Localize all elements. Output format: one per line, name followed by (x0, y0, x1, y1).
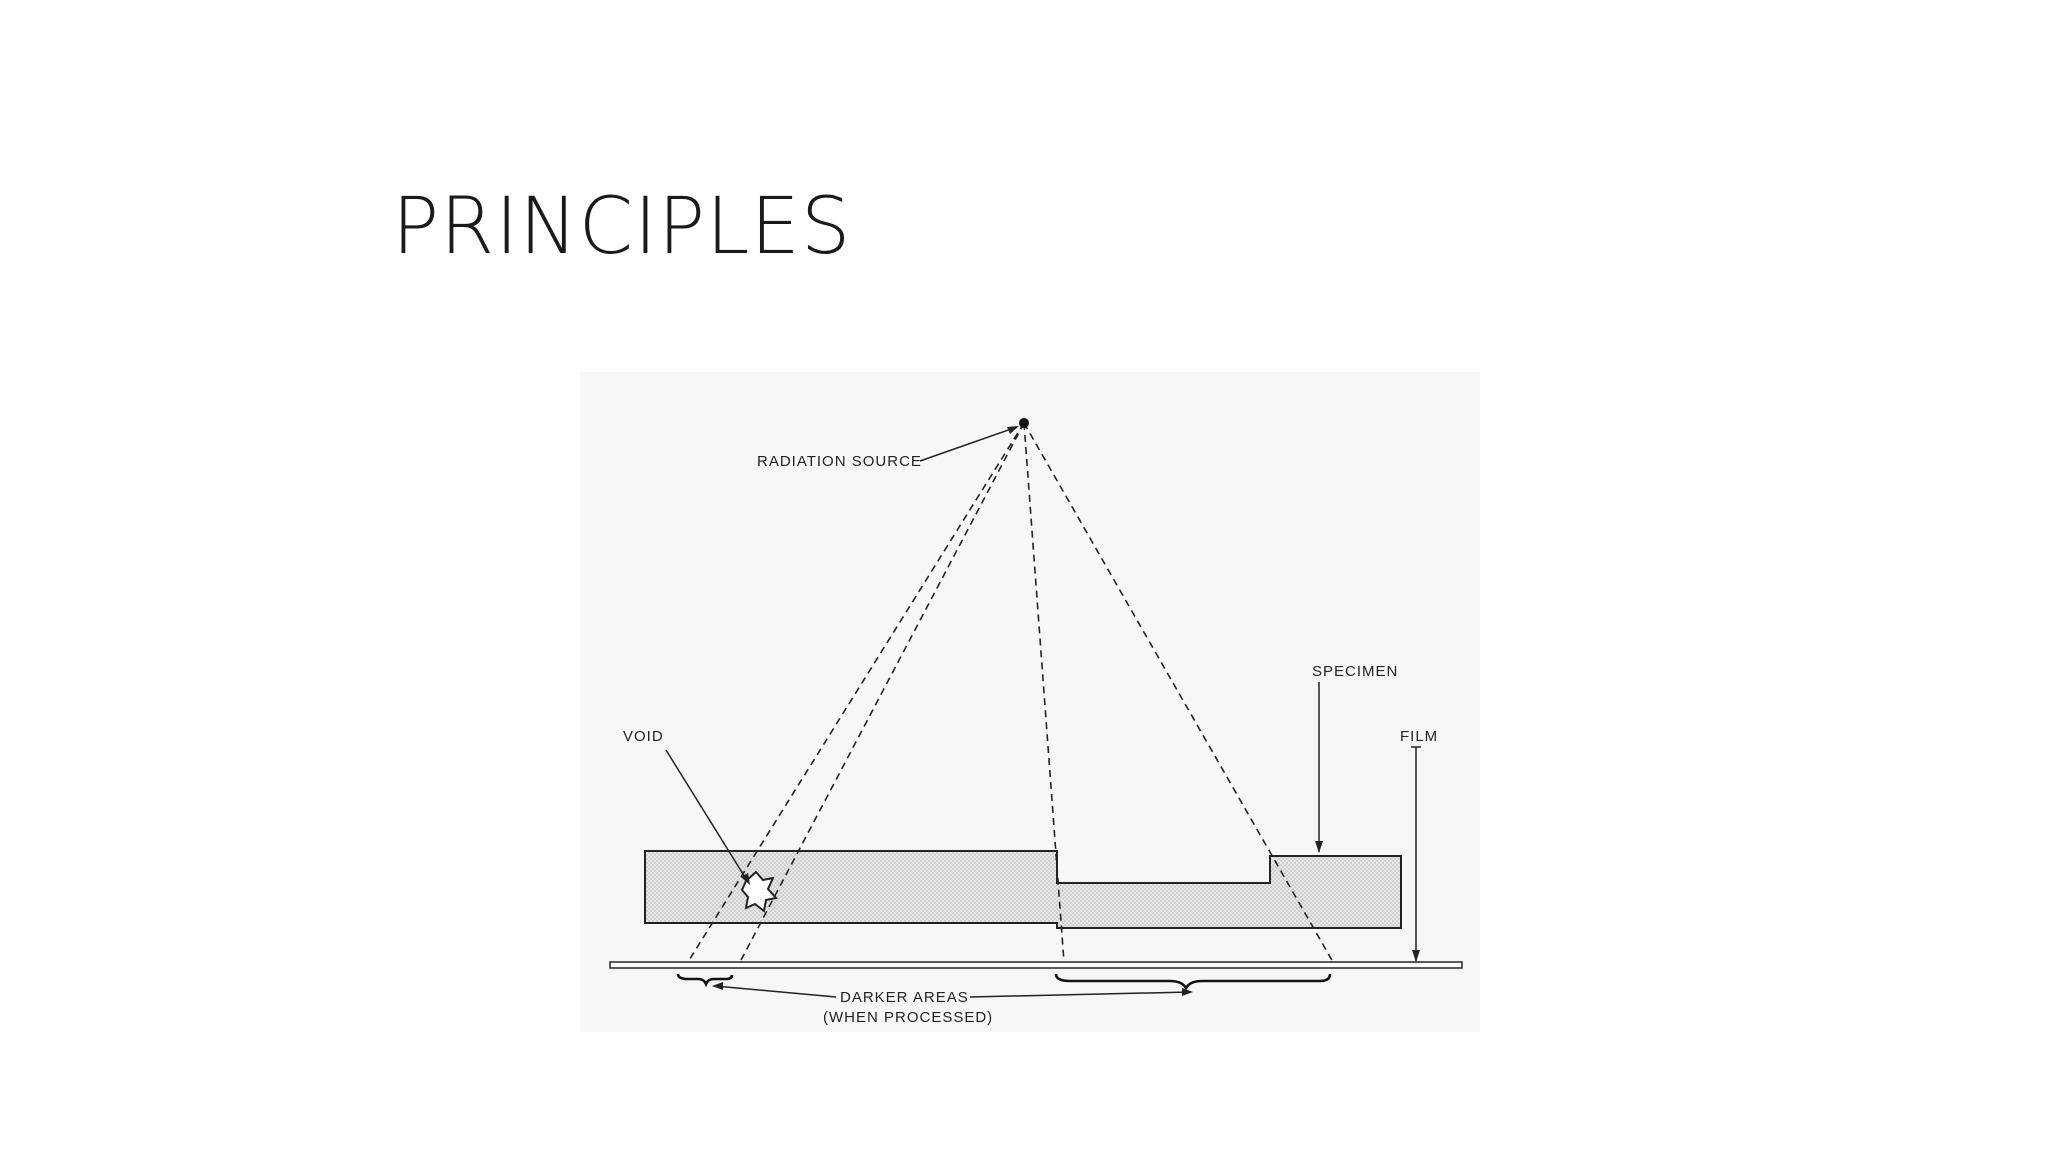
radiation-source-point (1019, 418, 1029, 428)
darker-areas-label: DARKER AREAS (840, 989, 969, 1006)
specimen-label: SPECIMEN (1312, 663, 1398, 680)
darker-area-brace-left (676, 973, 734, 988)
radiation-beams (687, 422, 1334, 963)
film-label: FILM (1400, 728, 1438, 745)
darker-area-brace-right (1054, 973, 1332, 991)
void-shape (740, 870, 778, 913)
film-strip (609, 961, 1463, 969)
radiation-source-label: RADIATION SOURCE (757, 453, 922, 470)
darker-areas-arrowhead-right (1182, 988, 1193, 996)
diagram-svg: RADIATION SOURCE SPECIMEN VOID FILM DARK… (609, 418, 1463, 1026)
darker-areas-leader-left (714, 985, 837, 998)
slide-title: PRINCIPLES (392, 182, 852, 272)
radiation-source-arrowhead (1007, 426, 1019, 434)
darker-areas-leader-right (969, 991, 1191, 998)
void-label: VOID (623, 728, 664, 745)
when-processed-label: (WHEN PROCESSED) (823, 1009, 993, 1026)
specimen-arrowhead (1315, 841, 1323, 853)
void-arrowhead (741, 873, 750, 885)
void-leader (665, 749, 749, 883)
film-arrowhead (1412, 950, 1420, 962)
radiation-source-leader (919, 426, 1018, 462)
darker-areas-arrowhead-left (712, 982, 723, 990)
radiography-diagram: RADIATION SOURCE SPECIMEN VOID FILM DARK… (580, 372, 1480, 1032)
